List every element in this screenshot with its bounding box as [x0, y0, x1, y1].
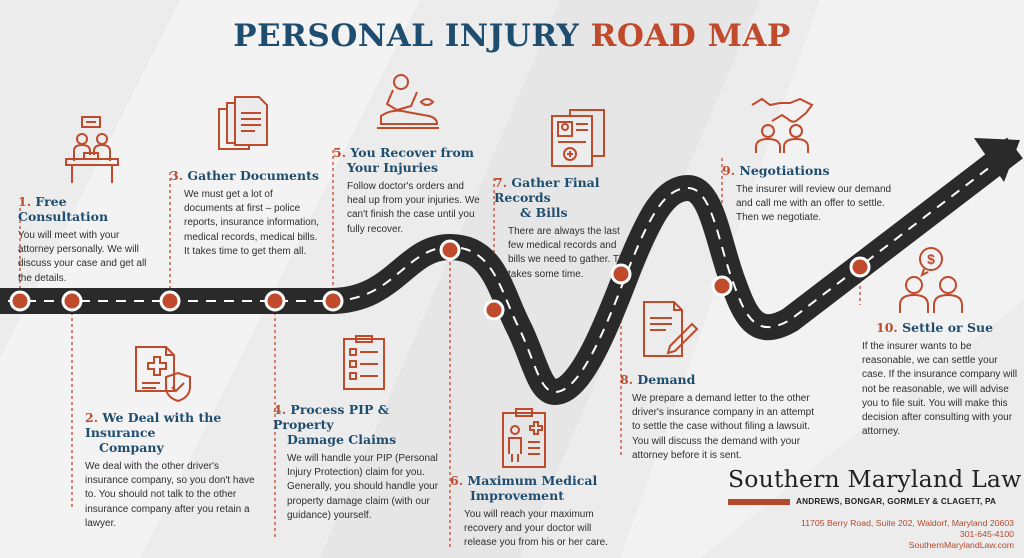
- step-8-heading: 8. Demand: [620, 372, 696, 387]
- step-3-heading: 3. Gather Documents: [170, 168, 319, 183]
- demand-letter-pen-icon: [643, 301, 699, 357]
- step-10-text: If the insurer wants to be reasonable, w…: [862, 341, 1018, 438]
- road-stops: [9, 239, 871, 321]
- medical-records-icon: [551, 109, 605, 167]
- stop-10: [849, 256, 871, 278]
- connector-lines: [19, 150, 861, 550]
- road-arrow-head: [974, 138, 1020, 182]
- firm-branding: Southern Maryland Law ANDREWS, BONGAR, G…: [728, 465, 1022, 551]
- step-7-text: There are always the last few medical re…: [508, 226, 633, 280]
- firm-website[interactable]: SouthernMarylandLaw.com: [908, 540, 1014, 550]
- firm-phone[interactable]: 301-645-4100: [959, 529, 1014, 539]
- step-9-text: The insurer will review our demand and c…: [736, 184, 892, 224]
- handshake-icon: [751, 97, 814, 153]
- step-4-text: We will handle your PIP (Personal Injury…: [287, 453, 439, 521]
- step-1-text: You will meet with your attorney persona…: [18, 230, 147, 284]
- step-6-text: You will reach your maximum recovery and…: [464, 509, 608, 549]
- brand-accent-bar: [728, 498, 790, 505]
- firm-address: 11705 Berry Road, Suite 202, Waldorf, Ma…: [801, 518, 1014, 528]
- title-part-2: ROAD MAP: [590, 18, 791, 54]
- step-8-text: We prepare a demand letter to the other …: [632, 393, 814, 461]
- svg-text:$: $: [927, 251, 935, 267]
- patient-recovery-icon: [377, 74, 439, 129]
- step-10: 10. Settle or Sue If the insurer wants t…: [862, 320, 1020, 439]
- step-8: 8. Demand We prepare a demand letter to …: [620, 372, 820, 463]
- step-7-heading: 7. Gather Final Records& Bills: [494, 175, 600, 220]
- insurance-document-shield-icon: [135, 346, 191, 403]
- stop-1: [9, 290, 31, 312]
- stop-2: [61, 290, 83, 312]
- documents-stack-icon: [218, 96, 268, 150]
- stop-9: [711, 275, 733, 297]
- step-2-text: We deal with the other driver's insuranc…: [85, 461, 255, 529]
- page-title: PERSONAL INJURY ROAD MAP: [0, 18, 1024, 54]
- stop-6: [439, 239, 461, 261]
- step-10-heading: 10. Settle or Sue: [876, 320, 994, 335]
- step-1-heading: 1. Free Consultation: [18, 194, 109, 224]
- stop-5: [322, 290, 344, 312]
- firm-partners: ANDREWS, BONGAR, GORMLEY & CLAGETT, PA: [796, 497, 997, 506]
- step-5-text: Follow doctor's orders and heal up from …: [347, 181, 480, 235]
- stop-3: [159, 290, 181, 312]
- step-1: 1. Free Consultation You will meet with …: [18, 194, 158, 286]
- title-part-1: PERSONAL INJURY: [233, 18, 580, 54]
- stop-4: [264, 290, 286, 312]
- stop-7: [483, 299, 505, 321]
- step-3: 3. Gather Documents We must get a lot of…: [170, 168, 320, 259]
- step-9: 9. Negotiations The insurer will review …: [722, 163, 892, 226]
- consultation-desk-icon: [65, 116, 119, 183]
- medical-chart-icon: [502, 408, 546, 468]
- checklist-icon: [343, 335, 385, 390]
- firm-name: Southern Maryland Law: [728, 465, 1022, 493]
- stop-8: [610, 263, 632, 285]
- step-3-text: We must get a lot of documents at first …: [184, 189, 320, 257]
- money-discussion-icon: $: [899, 247, 963, 313]
- step-7: 7. Gather Final Records& Bills There are…: [494, 175, 654, 282]
- step-9-heading: 9. Negotiations: [722, 163, 830, 178]
